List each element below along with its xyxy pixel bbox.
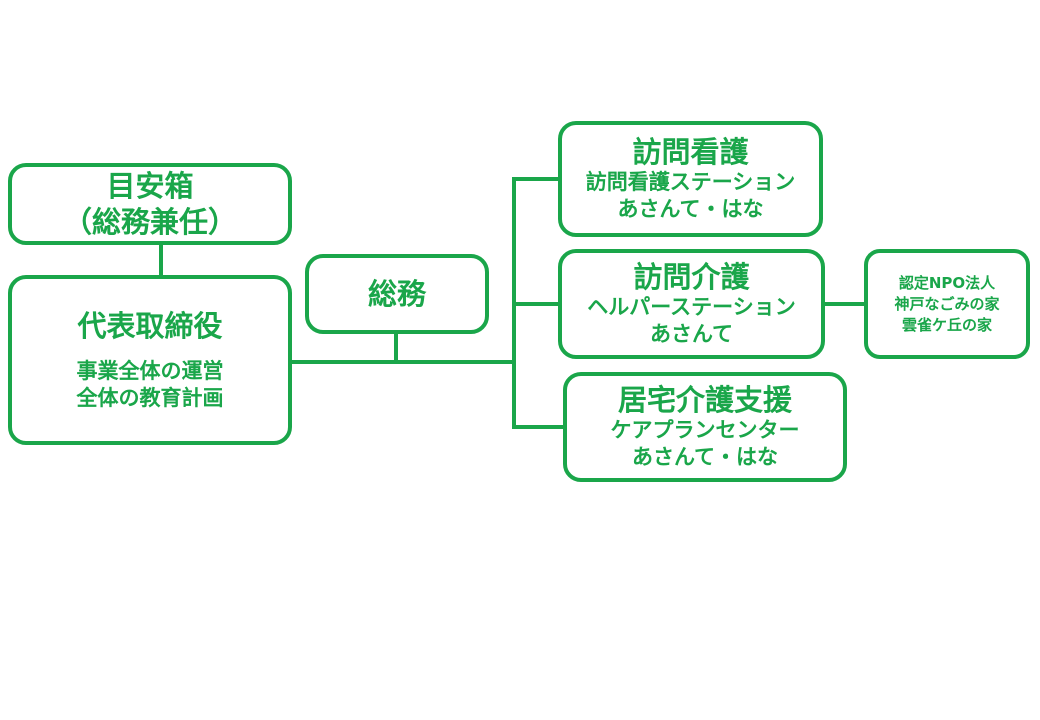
connector-kaigo-npo <box>823 302 866 306</box>
connector-meyasu-ceo <box>159 243 163 277</box>
kyotaku-title: 居宅介護支援 <box>617 383 792 417</box>
houmon-kango-line1: 訪問看護ステーション <box>585 170 796 194</box>
meyasu-box: 目安箱 （総務兼任） <box>8 163 292 245</box>
connector-branch-kango <box>512 177 560 181</box>
houmon-kango-box: 訪問看護 訪問看護ステーション あさんて・はな <box>558 121 823 237</box>
houmon-kango-line2: あさんて・はな <box>617 197 764 221</box>
npo-line2: 神戸なごみの家 <box>894 294 1000 313</box>
soumu-box: 総務 <box>305 254 489 334</box>
houmon-kaigo-box: 訪問介護 ヘルパーステーション あさんて <box>558 249 825 359</box>
meyasu-subtitle: （総務兼任） <box>62 205 237 239</box>
houmon-kango-title: 訪問看護 <box>632 135 749 169</box>
npo-box: 認定NPO法人 神戸なごみの家 雲雀ケ丘の家 <box>864 249 1030 359</box>
connector-branch-kyotaku <box>512 425 565 429</box>
houmon-kaigo-title: 訪問介護 <box>633 260 750 294</box>
npo-line3: 雲雀ケ丘の家 <box>901 315 992 334</box>
connector-soumu-drop <box>394 332 398 362</box>
kyotaku-line2: あさんて・はな <box>632 445 778 469</box>
kyotaku-box: 居宅介護支援 ケアプランセンター あさんて・はな <box>563 372 847 482</box>
houmon-kaigo-line2: あさんて <box>650 322 733 346</box>
npo-line1: 認定NPO法人 <box>898 273 996 292</box>
ceo-box: 代表取締役 事業全体の運営 全体の教育計画 <box>8 275 292 445</box>
soumu-title: 総務 <box>367 277 426 311</box>
connector-branch-kaigo <box>512 302 560 306</box>
kyotaku-line1: ケアプランセンター <box>610 418 800 442</box>
ceo-line2: 全体の教育計画 <box>76 386 224 410</box>
ceo-title: 代表取締役 <box>77 309 223 343</box>
houmon-kaigo-line1: ヘルパーステーション <box>587 295 796 319</box>
meyasu-title: 目安箱 <box>106 169 194 203</box>
ceo-line1: 事業全体の運営 <box>76 359 224 383</box>
connector-main-horizontal <box>290 360 515 364</box>
